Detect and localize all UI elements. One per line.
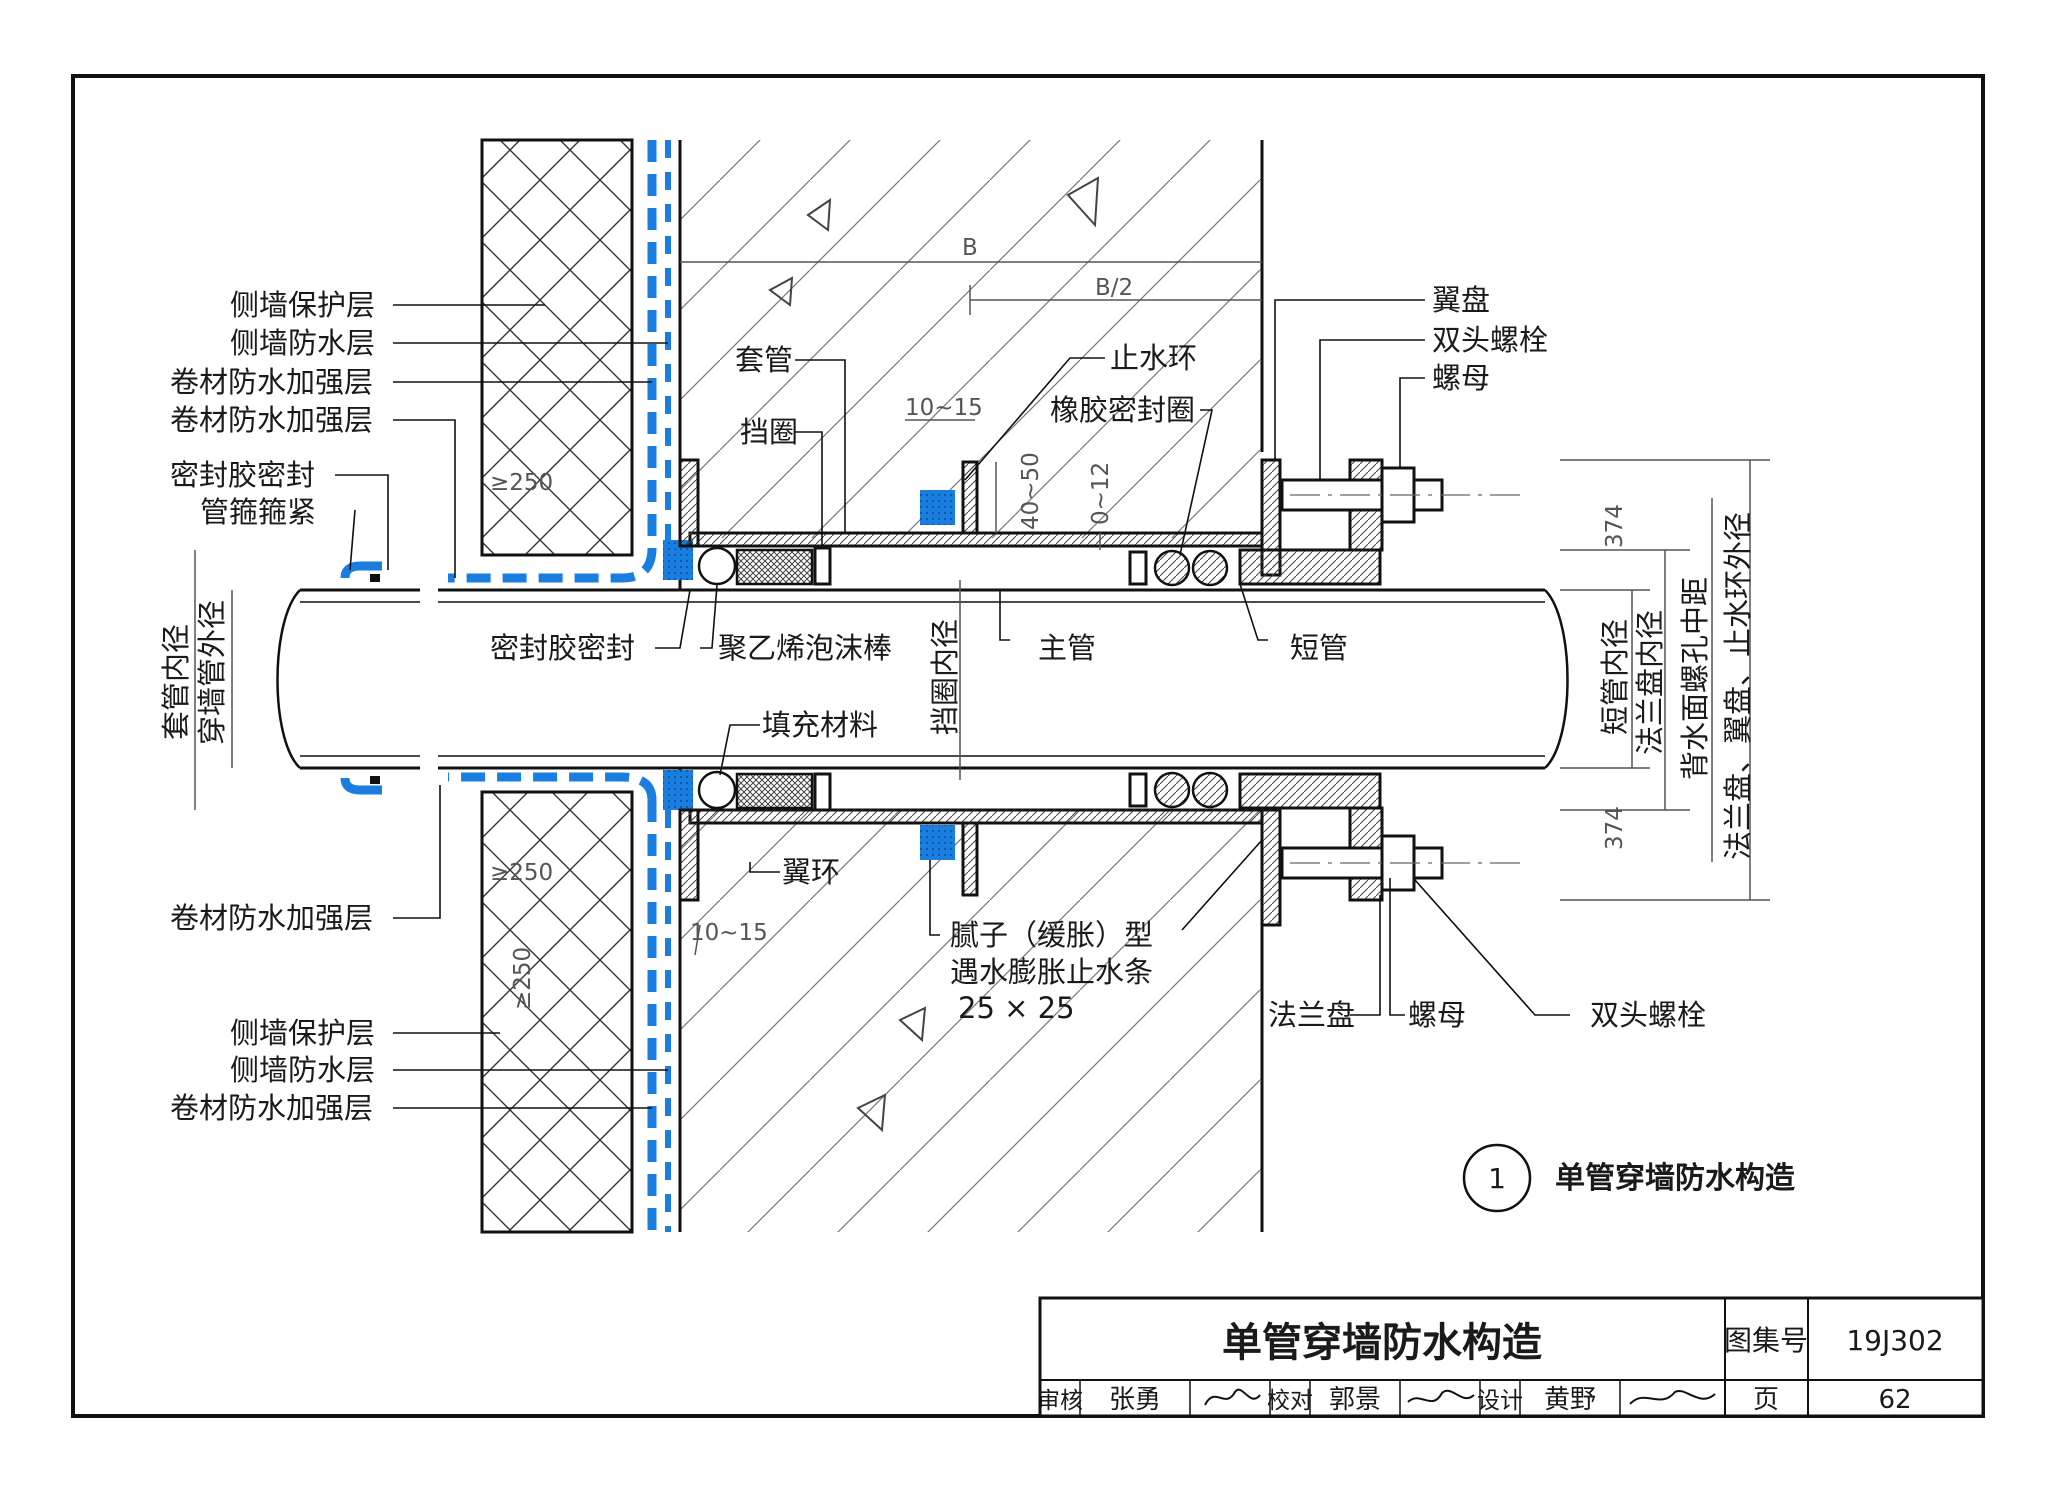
label-double-bolt-top: 双头螺栓 [1432, 323, 1548, 357]
dimension-lines [194, 261, 1770, 956]
label-roll-reinf-4: 卷材防水加强层 [170, 1091, 373, 1125]
center-labels: 套管 挡圈 止水环 橡胶密封圈 翼盘 双头螺栓 螺母 密封胶密封 聚乙烯泡沫棒 … [490, 283, 1706, 1032]
dim-10-15-bottom: 10~15 [690, 920, 768, 946]
title-block-review-label: 审核 [1037, 1388, 1083, 1414]
dim-40-50: 40~50 [1018, 452, 1044, 530]
left-labels: 侧墙保护层 侧墙防水层 卷材防水加强层 卷材防水加强层 密封胶密封 管箍箍紧 卷… [159, 288, 375, 1125]
label-side-protect-bottom: 侧墙保护层 [230, 1016, 375, 1050]
signature-check [1407, 1389, 1475, 1403]
dim-374-top: 374 [1602, 504, 1628, 548]
label-putty-line3: 25 × 25 [958, 991, 1075, 1025]
title-block-page-no: 62 [1878, 1385, 1911, 1415]
detail-number: 1 [1488, 1162, 1506, 1195]
title-block-atlas-no: 19J302 [1846, 1324, 1943, 1357]
sealing-elements [697, 546, 1229, 810]
label-filling-material: 填充材料 [762, 708, 878, 742]
protection-layer-top [480, 138, 634, 557]
label-side-wp-top: 侧墙防水层 [230, 326, 375, 360]
label-roll-reinf-1: 卷材防水加强层 [170, 365, 373, 399]
title-block-title: 单管穿墙防水构造 [1222, 1320, 1542, 1366]
label-putty-line1: 腻子（缓胀）型 [950, 918, 1153, 952]
label-pe-foam-rod: 聚乙烯泡沫棒 [718, 631, 892, 665]
label-side-wp-bottom: 侧墙防水层 [230, 1053, 375, 1087]
label-flange-outer: 法兰盘、翼盘、止水环外径 [1721, 512, 1755, 860]
detail-callout: 1 单管穿墙防水构造 [1462, 1143, 1795, 1213]
title-block-design-name: 黄野 [1544, 1385, 1596, 1415]
waterproof-layer [340, 140, 955, 1232]
label-main-pipe: 主管 [1038, 631, 1096, 665]
title-block-design-label: 设计 [1477, 1388, 1523, 1414]
dim-B-half: B/2 [1095, 275, 1133, 301]
title-block-page-label: 页 [1753, 1385, 1779, 1415]
label-putty-line2: 遇水膨胀止水条 [950, 955, 1153, 989]
protection-layer-bottom [480, 790, 634, 1234]
label-short-pipe-id: 短管内径 [1598, 619, 1632, 735]
label-sealant-seal-mid: 密封胶密封 [490, 631, 635, 665]
concrete-aggregate-marks [768, 176, 1100, 1133]
label-side-protect-top: 侧墙保护层 [230, 288, 375, 322]
signature-review [1204, 1388, 1261, 1406]
title-block-atlas-label: 图集号 [1724, 1324, 1808, 1357]
label-roll-reinf-2: 卷材防水加强层 [170, 403, 373, 437]
label-flange-id: 法兰盘内径 [1633, 610, 1667, 755]
dim-B: B [962, 235, 978, 261]
right-labels: 短管内径 法兰盘内径 背水面螺孔中距 法兰盘、翼盘、止水环外径 [1598, 512, 1755, 860]
sheet-border [71, 74, 1985, 1418]
label-retaining-ring-id: 挡圈内径 [928, 619, 962, 735]
label-short-pipe: 短管 [1290, 631, 1348, 665]
title-block-check-name: 郭景 [1329, 1385, 1381, 1415]
dim-10-15-top: 10~15 [905, 395, 983, 421]
label-nut-bottom: 螺母 [1408, 998, 1466, 1032]
label-wing-plate: 翼盘 [1432, 283, 1490, 317]
dimension-texts: B B/2 10~15 40~50 0~12 ≥250 ≥250 ≥250 10… [490, 235, 1628, 1010]
leader-lines [335, 299, 1570, 1109]
label-double-bolt-bottom: 双头螺栓 [1590, 998, 1706, 1032]
dim-374-bottom: 374 [1602, 806, 1628, 850]
dim-250-b: ≥250 [490, 860, 553, 886]
label-bolt-center: 背水面螺孔中距 [1678, 577, 1712, 780]
title-block-review-name: 张勇 [1109, 1385, 1161, 1415]
label-sealant-seal-top: 密封胶密封 [170, 458, 315, 492]
label-wing-ring: 翼环 [782, 855, 840, 889]
center-lines [1290, 494, 1520, 864]
label-rubber-seal: 橡胶密封圈 [1050, 393, 1195, 427]
label-sleeve-id: 套管内径 [159, 624, 193, 740]
label-water-stop-ring: 止水环 [1110, 341, 1197, 375]
label-pipe-od: 穿墙管外径 [195, 600, 229, 745]
detail-title: 单管穿墙防水构造 [1555, 1161, 1795, 1196]
label-roll-reinf-3: 卷材防水加强层 [170, 901, 373, 935]
title-block: 单管穿墙防水构造 图集号 19J302 审核 张勇 校对 郭景 设计 黄野 页 … [1037, 1296, 1985, 1418]
dim-250-c: ≥250 [510, 947, 536, 1010]
label-flange-plate: 法兰盘 [1268, 998, 1355, 1032]
title-block-check-label: 校对 [1267, 1388, 1313, 1414]
dim-250-a: ≥250 [490, 470, 553, 496]
dim-0-12: 0~12 [1088, 462, 1114, 525]
label-nut-top: 螺母 [1432, 361, 1490, 395]
signature-design [1629, 1389, 1716, 1405]
label-sleeve: 套管 [735, 343, 793, 377]
label-retaining-ring: 挡圈 [740, 415, 798, 449]
main-pipe [276, 574, 1569, 784]
label-clamp-tight: 管箍箍紧 [200, 495, 316, 529]
